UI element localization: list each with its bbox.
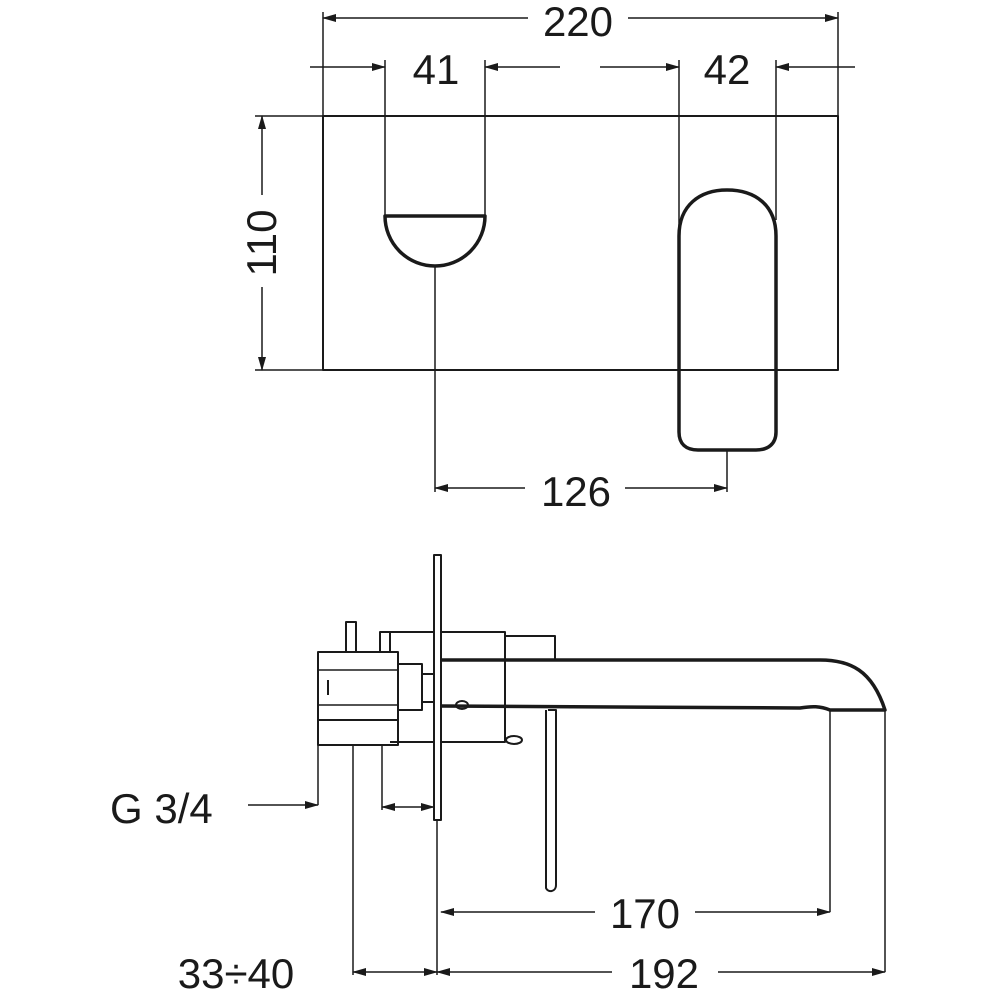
front-view: 220 41 42 110 126 bbox=[238, 0, 855, 515]
dim-label-220: 220 bbox=[543, 0, 613, 45]
dim-label-170: 170 bbox=[610, 890, 680, 937]
dim-label-192: 192 bbox=[629, 950, 699, 997]
dim-label-110: 110 bbox=[238, 210, 285, 277]
mixer-body bbox=[317, 651, 399, 721]
dim-label-42: 42 bbox=[704, 46, 751, 93]
lever-side bbox=[545, 709, 557, 893]
spout-outlet-shape bbox=[383, 214, 487, 268]
side-view: G 3/4 170 33÷40 192 bbox=[110, 554, 887, 997]
dim-label-thread: G 3/4 bbox=[110, 785, 213, 832]
dim-label-41: 41 bbox=[413, 46, 460, 93]
dim-label-126: 126 bbox=[541, 468, 611, 515]
wall-plate-outline bbox=[322, 115, 839, 371]
side-wall-plate bbox=[433, 554, 442, 821]
spout-side bbox=[440, 658, 887, 712]
lever-handle-shape bbox=[677, 188, 778, 452]
dim-label-33-40: 33÷40 bbox=[178, 950, 294, 997]
